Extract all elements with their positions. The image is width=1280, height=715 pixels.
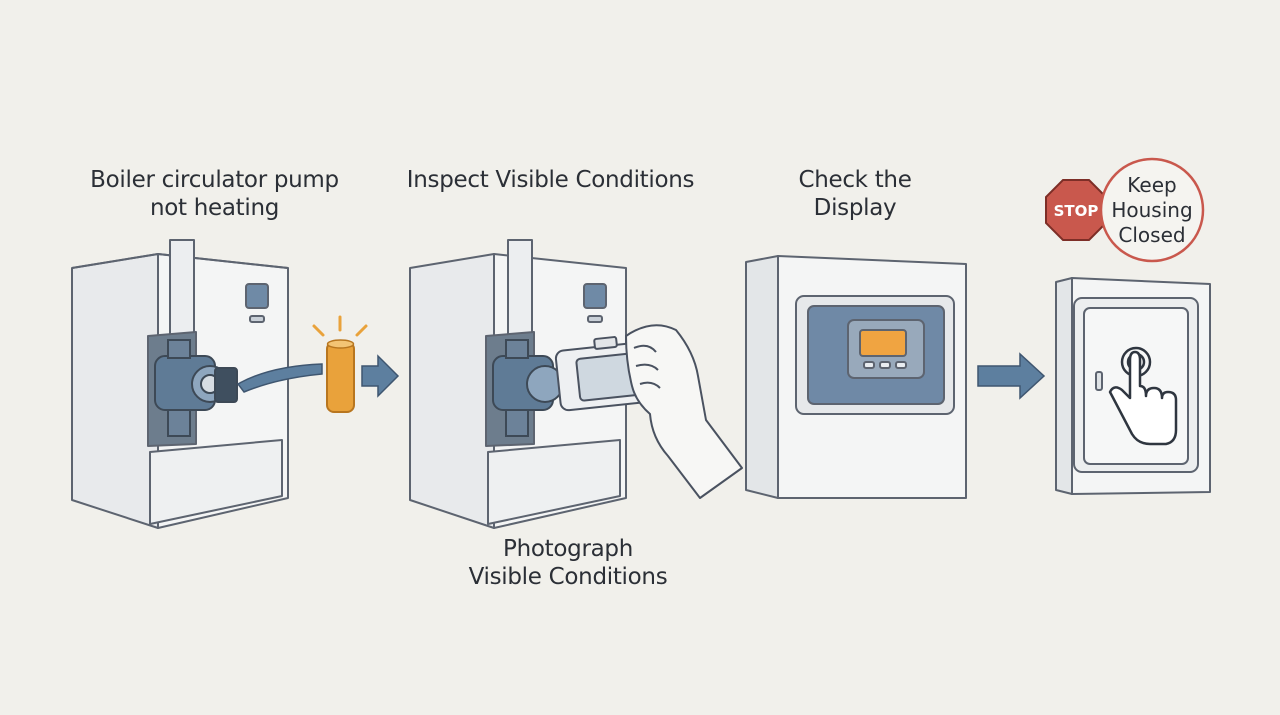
note-line-3: Closed <box>1118 223 1185 247</box>
caption-display: Check the Display <box>770 166 940 222</box>
note-line-1: Keep <box>1127 173 1176 197</box>
stop-sign-icon: STOP <box>1045 179 1107 241</box>
caption-photograph-line-2: Visible Conditions <box>468 564 668 590</box>
flow-swoosh <box>236 363 323 393</box>
caption-display-line-1: Check the <box>798 167 912 193</box>
caption-inspect: Inspect Visible Conditions <box>398 166 703 194</box>
circulator-pump-icon <box>492 339 564 437</box>
press-finger-icon <box>1108 346 1178 446</box>
warning-light-icon <box>312 315 368 413</box>
circulator-pump-icon <box>154 339 238 437</box>
arrow-right-icon <box>977 352 1046 400</box>
caption-problem: Boiler circulator pump not heating <box>72 166 357 222</box>
caption-photograph-line-1: Photograph <box>503 536 633 562</box>
stop-sign-label: STOP <box>1054 202 1099 220</box>
control-panel-icon <box>745 255 967 499</box>
hand-icon <box>625 324 743 499</box>
keep-housing-closed-note: Keep Housing Closed <box>1099 157 1205 263</box>
caption-inspect-line-1: Inspect Visible Conditions <box>406 167 695 193</box>
note-line-2: Housing <box>1111 198 1192 222</box>
caption-display-line-2: Display <box>813 195 897 221</box>
caption-problem-line-2: not heating <box>149 195 280 221</box>
arrow-right-icon <box>361 354 400 398</box>
caption-photograph: Photograph Visible Conditions <box>448 535 688 591</box>
caption-problem-line-1: Boiler circulator pump <box>90 167 339 193</box>
